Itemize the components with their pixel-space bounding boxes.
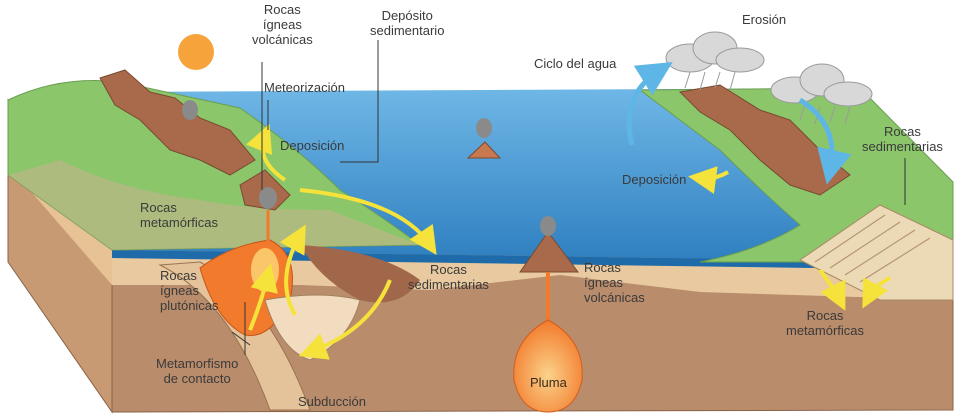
label-rocas-igneas-volcanicas-center: Rocas ígneas volcánicas — [584, 260, 645, 305]
magma-rise-arrow — [248, 263, 278, 331]
uplift-arrow — [279, 224, 306, 316]
label-rocas-sedimentarias-right: Rocas sedimentarias — [862, 124, 943, 154]
label-rocas-igneas-volcanicas-top: Rocas ígneas volcánicas — [252, 2, 313, 47]
cloud-icon-left — [665, 31, 765, 73]
erosion-arrow-down — [798, 97, 852, 185]
deposition-arrow-left — [299, 188, 437, 255]
plume-head — [513, 319, 583, 413]
island-volcano-smoke — [476, 118, 492, 138]
label-rocas-sedimentarias-center: Rocas sedimentarias — [408, 262, 489, 292]
right-mountains — [678, 84, 851, 196]
central-volcano-smoke — [540, 216, 556, 236]
left-volcano-smoke — [259, 187, 277, 209]
deposition-arrow-right — [688, 166, 730, 194]
label-subduccion: Subducción — [298, 394, 366, 409]
label-erosion: Erosión — [742, 12, 787, 27]
meteorization-arrow — [246, 123, 287, 182]
left-mountains — [99, 69, 256, 176]
label-pluma: Pluma — [530, 375, 567, 390]
burial-arrow — [298, 279, 392, 360]
water-cycle-arrow-up — [626, 62, 673, 146]
mantle-wedge — [300, 245, 420, 303]
label-deposicion-right: Deposición — [622, 172, 687, 187]
label-meteorizacion: Meteorización — [264, 80, 345, 95]
metamorphic-arrow-right-b — [862, 276, 891, 309]
sun-icon — [178, 34, 214, 70]
left-shelf — [8, 160, 420, 250]
label-deposicion-left: Deposición — [280, 138, 345, 153]
label-rocas-metamorficas-right: Rocas metamórficas — [786, 308, 865, 338]
label-rocas-metamorficas-left: Rocas metamórficas — [140, 200, 219, 230]
metamorphic-arrow-right-a — [818, 268, 846, 311]
leader-lines — [231, 40, 906, 355]
label-deposito-sedimentario: Depósito sedimentario — [370, 8, 445, 38]
label-rocas-igneas-plutonicas: Rocas ígneas plutónicas — [160, 268, 219, 313]
island-volcano — [466, 141, 502, 159]
label-metamorfismo-de-contacto: Metamorfismo de contacto — [156, 356, 239, 386]
sediment-layers — [814, 214, 931, 283]
cloud-icon-right — [770, 63, 873, 107]
label-ciclo-del-agua: Ciclo del agua — [534, 56, 617, 71]
metamorphic-zone — [264, 294, 361, 361]
left-volcano-smoke-top — [182, 100, 198, 120]
